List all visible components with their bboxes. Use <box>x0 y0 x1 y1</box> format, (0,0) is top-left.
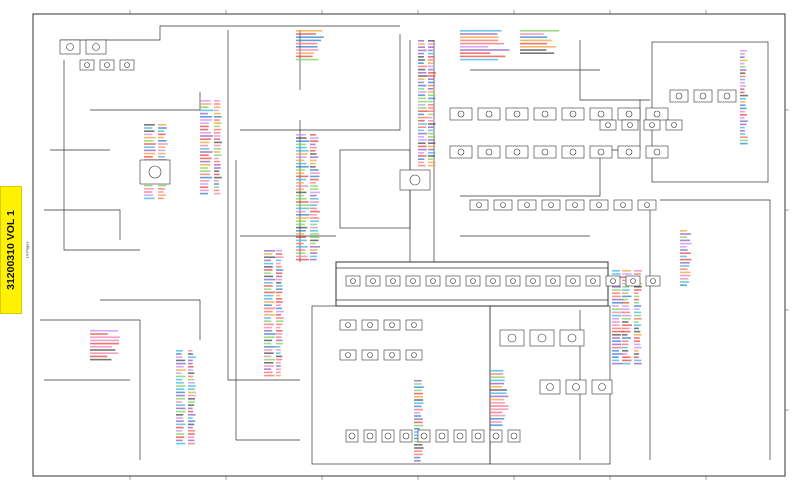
page-label: 14 Pages <box>24 241 29 259</box>
page-count-tab: 14 Pages <box>22 230 31 270</box>
volume-label: 31200310 VOL 1 <box>5 210 17 290</box>
center-component-box <box>339 149 411 229</box>
frame-and-bus-lines <box>32 10 789 480</box>
volume-tab: 31200310 VOL 1 <box>0 186 22 314</box>
component-symbols <box>59 39 737 443</box>
connector-blocks <box>90 30 748 462</box>
drawing-frame <box>32 13 786 477</box>
panel-box <box>651 41 769 183</box>
